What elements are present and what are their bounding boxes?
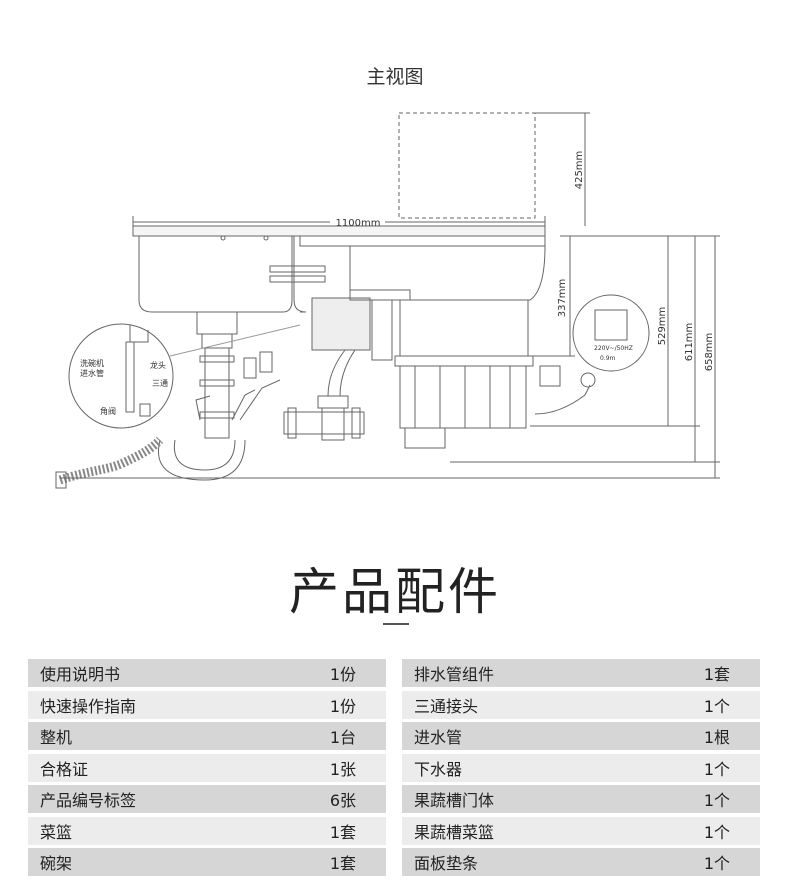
item-name: 整机	[40, 728, 73, 747]
label-tee: 三通	[152, 378, 168, 388]
table-row: 进水管 1根	[402, 722, 760, 750]
item-name: 合格证	[40, 759, 89, 779]
item-name: 碗架	[40, 854, 73, 873]
label-faucet: 龙头	[150, 360, 166, 370]
item-qty: 1套	[329, 854, 356, 873]
table-row: 整机 1台	[28, 722, 386, 750]
front-view-diagram: 1100mm 425mm 337mm 529mm 611mm 658mm 洗碗机…	[55, 112, 720, 489]
dim-337: 337mm	[557, 279, 568, 318]
diagram-title: 主视图	[366, 66, 424, 88]
title-underline	[383, 623, 409, 625]
dim-425: 425mm	[574, 151, 585, 190]
item-qty: 6张	[329, 791, 356, 810]
item-qty: 1个	[703, 822, 730, 842]
item-name: 使用说明书	[40, 665, 121, 684]
table-row: 果蔬槽菜篮 1个	[402, 816, 760, 845]
table-row: 三通接头 1个	[402, 690, 760, 719]
item-qty: 1个	[703, 854, 730, 873]
item-name: 产品编号标签	[40, 791, 137, 810]
dim-529: 529mm	[657, 307, 668, 346]
item-name: 菜篮	[40, 822, 73, 842]
item-name: 快速操作指南	[40, 696, 137, 716]
dim-1100: 1100mm	[336, 218, 381, 229]
item-name: 进水管	[414, 728, 463, 747]
label-dishwasher-inlet-1: 洗碗机	[80, 358, 104, 368]
table-row: 下水器 1个	[402, 753, 760, 782]
item-name: 果蔬槽菜篮	[414, 822, 495, 842]
item-qty: 1套	[329, 822, 356, 842]
table-row: 菜篮 1套	[28, 816, 386, 845]
table-row: 排水管组件 1套	[402, 659, 760, 687]
item-name: 果蔬槽门体	[414, 791, 495, 810]
table-row: 合格证 1张	[28, 753, 386, 782]
item-qty: 1份	[329, 696, 356, 716]
label-cable: 0.9m	[600, 355, 616, 362]
table-row: 果蔬槽门体 1个	[402, 785, 760, 813]
table-row: 使用说明书 1份	[28, 659, 386, 687]
label-dishwasher-inlet-2: 进水管	[80, 368, 104, 378]
label-angle-valve: 角阀	[100, 406, 116, 416]
table-row: 产品编号标签 6张	[28, 785, 386, 813]
item-qty: 1个	[703, 791, 730, 810]
table-row: 碗架 1套	[28, 848, 386, 876]
item-qty: 1个	[703, 696, 730, 716]
accessories-title: 产品配件	[289, 563, 501, 621]
item-name: 三通接头	[414, 696, 479, 716]
table-row: 面板垫条 1个	[402, 848, 760, 876]
table-row: 快速操作指南 1份	[28, 690, 386, 719]
item-name: 排水管组件	[414, 665, 495, 684]
dim-658: 658mm	[704, 333, 715, 372]
dim-611: 611mm	[684, 323, 695, 362]
item-qty: 1个	[703, 759, 730, 779]
label-power: 220V~/50HZ	[594, 345, 633, 352]
item-qty: 1台	[329, 728, 356, 747]
item-qty: 1张	[329, 759, 356, 779]
item-name: 面板垫条	[414, 854, 479, 873]
item-name: 下水器	[414, 759, 463, 779]
item-qty: 1根	[703, 728, 730, 747]
dishwasher-outline	[398, 112, 536, 219]
item-qty: 1套	[703, 665, 730, 684]
item-qty: 1份	[329, 665, 356, 684]
